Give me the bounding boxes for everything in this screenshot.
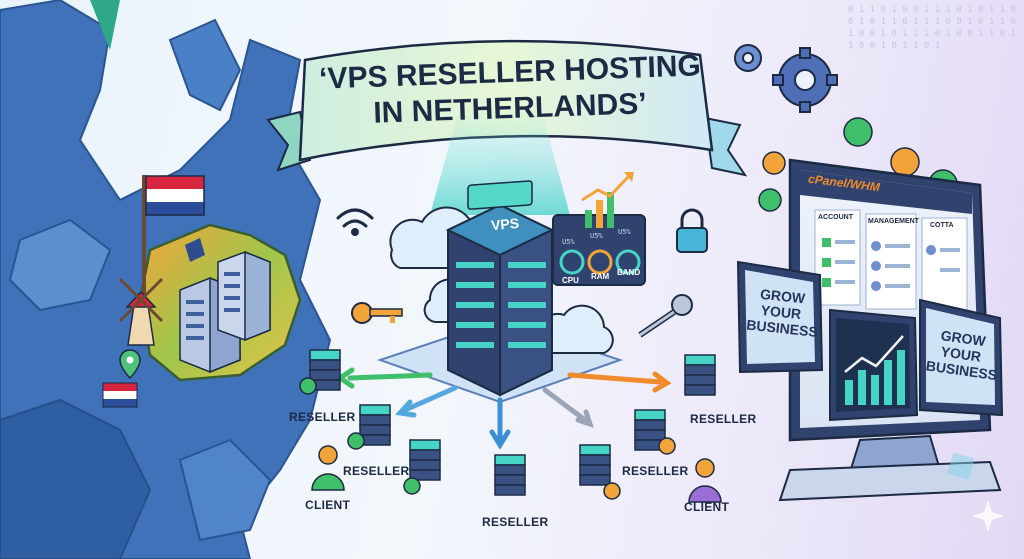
- reseller-label-mid-left: RESELLER: [343, 464, 410, 478]
- stat-band-label: BAND: [617, 268, 641, 277]
- light-beam: [430, 105, 570, 215]
- location-pin-icon: [102, 349, 141, 408]
- reseller-label-mid-right: RESELLER: [622, 464, 689, 478]
- grow-board-left: [736, 260, 824, 374]
- key-icon-right: [638, 294, 693, 338]
- stat-small-1: U5%: [562, 238, 575, 246]
- grow-board-right: [919, 298, 1004, 417]
- client-label-left: CLIENT: [305, 498, 351, 512]
- stat-ram-label: RAM: [591, 272, 610, 281]
- wifi-icon: [336, 208, 374, 236]
- reseller-servers: [299, 349, 716, 500]
- dashboard-col-cotta: COTTA: [930, 222, 954, 229]
- reseller-label-right: RESELLER: [690, 412, 757, 426]
- stat-small-2: U5%: [590, 232, 603, 240]
- growth-chart-icon: [581, 172, 634, 228]
- netherlands-flag: [142, 175, 205, 295]
- sparkle-icons: [947, 452, 1004, 532]
- gear-icons: [734, 44, 838, 113]
- datacenter-buildings-icon: [179, 250, 271, 374]
- grow-text-right: GROW YOUR BUSINESS: [924, 327, 999, 384]
- binary-code-pattern: 0 1 1 0 1 0 0 1 1 1 0 1 0 1 1 0 0 1 0 1 …: [848, 5, 1016, 51]
- banner-title: ‘VPS RESELLER HOSTING IN NETHERLANDS’: [300, 49, 720, 129]
- reseller-label-left: RESELLER: [289, 410, 356, 424]
- stat-small-3: U5%: [618, 228, 631, 236]
- key-icon-left: [351, 302, 403, 324]
- grow-text-left: GROW YOUR BUSINESS: [745, 285, 819, 340]
- client-label-right: CLIENT: [684, 500, 730, 514]
- distribution-arrows: [335, 367, 672, 450]
- client-icon-right: [688, 458, 722, 503]
- reseller-label-bottom: RESELLER: [482, 515, 549, 529]
- windmill-icon: [118, 277, 164, 346]
- dashboard-col-account: ACCOUNT: [818, 214, 853, 221]
- title-banner: [266, 39, 748, 177]
- client-icon-left: [311, 445, 345, 491]
- growth-tablet: [829, 308, 919, 422]
- vps-server: [445, 180, 555, 397]
- stat-cpu-label: CPU: [562, 276, 579, 285]
- lock-icon: [676, 208, 708, 253]
- dashboard-col-management: MANAGEMENT: [868, 218, 919, 225]
